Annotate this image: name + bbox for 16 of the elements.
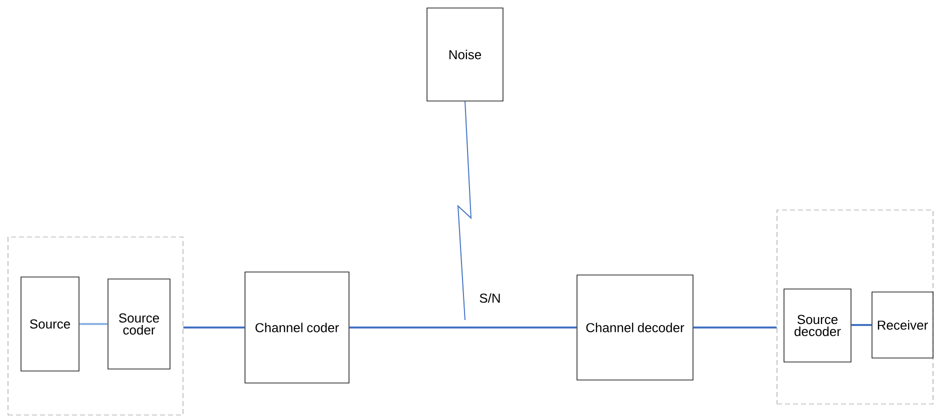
process-box: Receiver (872, 292, 934, 358)
connector-line (79, 323, 108, 325)
connector-line (851, 324, 872, 326)
process-box: Source decoder (784, 288, 852, 362)
process-box: Channel decoder (576, 274, 694, 380)
connector-line (183, 326, 245, 328)
lightning-line (457, 100, 472, 320)
connector-line (349, 326, 577, 328)
signal-label: S/N (480, 293, 500, 303)
process-box: Source (20, 276, 80, 372)
dashed-group-box (776, 210, 934, 404)
connector-line (693, 326, 777, 328)
process-box: Noise (426, 8, 504, 102)
process-box: Source coder (108, 278, 170, 370)
process-box: Channel coder (244, 272, 350, 384)
dashed-group-box (8, 236, 184, 416)
